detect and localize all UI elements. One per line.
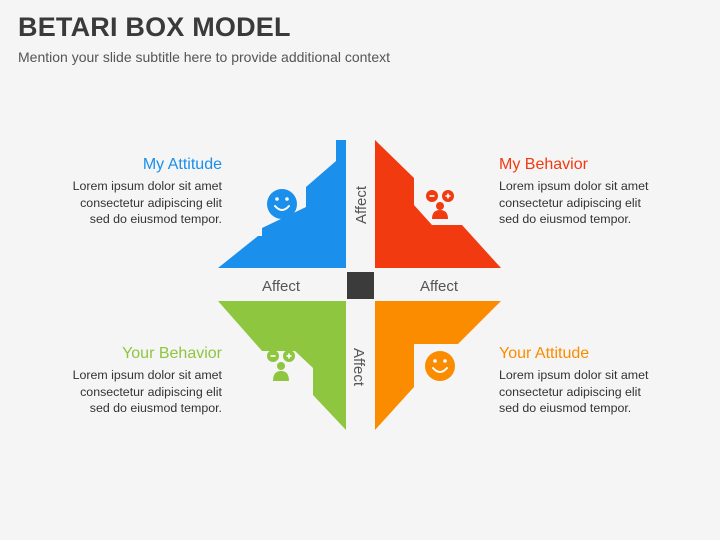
- quadrant-your-behavior: [218, 301, 346, 430]
- smiley-face-icon: [425, 351, 455, 381]
- affect-label-left: Affect: [262, 278, 301, 295]
- quadrant-my-behavior: [375, 140, 501, 268]
- text-block-your-behavior: Your Behavior Lorem ipsum dolor sit amet…: [12, 345, 222, 417]
- page-title: BETARI BOX MODEL: [18, 12, 291, 42]
- heading-your-attitude: Your Attitude: [499, 345, 590, 362]
- body-text: Lorem ipsum dolor sit amet consectetur a…: [72, 179, 222, 226]
- heading-my-attitude: My Attitude: [142, 156, 222, 173]
- smiley-face-icon: [267, 189, 297, 219]
- person-plus-minus-icon: [426, 190, 454, 219]
- affect-label-bottom: Affect: [350, 348, 367, 387]
- affect-label-top: Affect: [353, 185, 370, 224]
- center-square: [347, 272, 374, 299]
- quadrant-my-attitude: [218, 140, 346, 268]
- text-block-my-attitude: My Attitude Lorem ipsum dolor sit amet c…: [12, 156, 222, 228]
- quadrant-your-attitude: [375, 301, 501, 430]
- text-block-your-attitude: Your Attitude Lorem ipsum dolor sit amet…: [499, 345, 709, 417]
- body-text: Lorem ipsum dolor sit amet consectetur a…: [499, 179, 649, 226]
- body-text: Lorem ipsum dolor sit amet consectetur a…: [499, 368, 649, 415]
- body-text: Lorem ipsum dolor sit amet consectetur a…: [72, 368, 222, 415]
- heading-your-behavior: Your Behavior: [122, 345, 222, 362]
- heading-my-behavior: My Behavior: [499, 156, 588, 173]
- person-plus-minus-icon: [267, 350, 295, 381]
- affect-label-right: Affect: [420, 278, 459, 295]
- page-subtitle: Mention your slide subtitle here to prov…: [18, 49, 390, 65]
- text-block-my-behavior: My Behavior Lorem ipsum dolor sit amet c…: [499, 156, 709, 228]
